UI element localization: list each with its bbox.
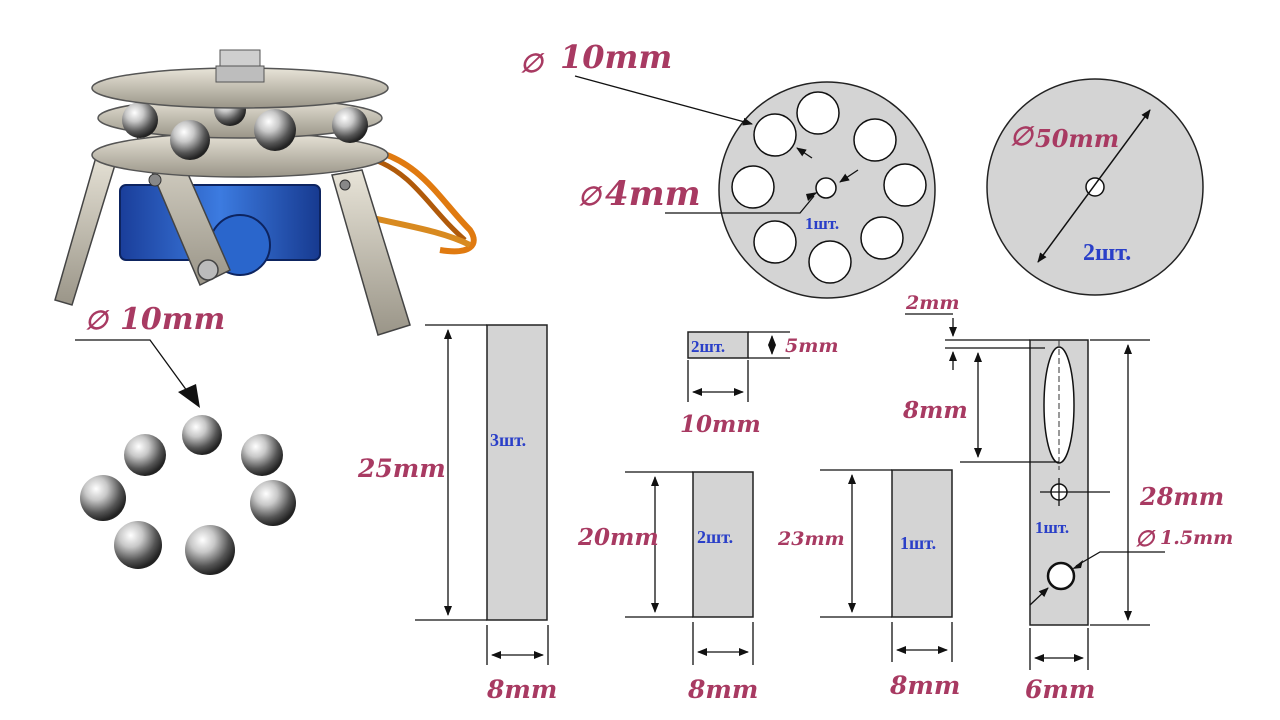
disc-plain-qty: 2шт. — [1083, 240, 1131, 266]
bar-long-qty: 3шт. — [490, 430, 526, 450]
bar-long: 3шт. 25mm 8mm — [357, 324, 557, 704]
disc-hole-dia-label: 10mm — [560, 38, 672, 76]
ball-dia-label: 10mm — [120, 302, 225, 337]
lever-len-label: 28mm — [1139, 482, 1224, 511]
lever: 1шт. 2mm 8mm 28mm ∅ 1.5mm 6mm — [902, 292, 1233, 704]
diameter-icon: ∅ — [520, 49, 545, 79]
lever-gap-label: 2mm — [905, 292, 959, 314]
disc-center-label: 4mm — [605, 174, 701, 214]
lever-hole-label: 1.5mm — [1160, 527, 1233, 549]
bar-23-len-label: 23mm — [777, 528, 845, 550]
diameter-icon: ∅ — [1010, 122, 1035, 152]
lever-slot-label: 8mm — [902, 397, 968, 424]
diameter-icon: ∅ — [578, 182, 603, 212]
diameter-icon: ∅ — [1135, 526, 1156, 552]
plain-disc: ∅ 50mm 2шт. — [986, 78, 1204, 296]
bar-23-qty: 1шт. — [900, 533, 936, 553]
bar-mid-qty: 2шт. — [697, 527, 733, 547]
disc-hole-dimension: ∅ 10mm — [520, 38, 813, 159]
diameter-icon: ∅ — [85, 306, 110, 336]
balls-group — [80, 415, 296, 575]
disc-holes-qty: 1шт. — [805, 214, 839, 233]
disc-with-holes: 1шт. — [718, 81, 936, 299]
disc-center-dimension: ∅ 4mm — [578, 169, 859, 214]
ball-dimension: ∅ 10mm — [75, 302, 225, 408]
bar-mid-w-label: 8mm — [687, 675, 758, 704]
bar-mid: 2шт. 20mm 8mm — [577, 471, 758, 704]
bar-23: 1шт. 23mm 8mm — [777, 469, 960, 700]
bar-long-w-label: 8mm — [486, 675, 557, 704]
bar-long-len-label: 25mm — [357, 454, 446, 483]
bar-23-w-label: 8mm — [889, 671, 960, 700]
spacer-w-label: 10mm — [680, 411, 761, 438]
bar-mid-len-label: 20mm — [577, 524, 659, 551]
lever-w-label: 6mm — [1025, 675, 1095, 704]
spacer: 2шт. 5mm 10mm — [680, 331, 838, 438]
spacer-qty: 2шт. — [691, 337, 725, 356]
spacer-h-label: 5mm — [785, 335, 838, 357]
lever-qty: 1шт. — [1035, 518, 1069, 537]
robot-illustration — [54, 49, 477, 336]
disc-diameter-label: 50mm — [1035, 124, 1119, 153]
